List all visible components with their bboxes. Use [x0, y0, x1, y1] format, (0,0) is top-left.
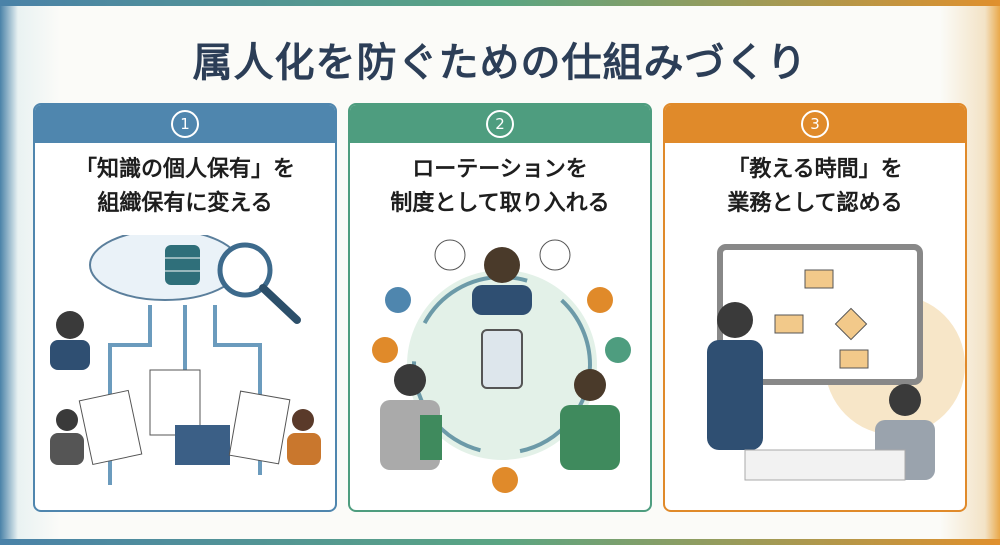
avatar-badges	[372, 239, 631, 493]
page-title: 属人化を防ぐための仕組みづくり	[192, 40, 808, 86]
rotation-cycle-illustration	[372, 239, 631, 493]
tablet-icon	[481, 329, 523, 389]
person-icons	[380, 247, 620, 470]
teaching-illustration	[707, 244, 965, 481]
desk	[744, 449, 906, 481]
database-icon	[165, 245, 200, 285]
top-accent-bar	[0, 0, 1000, 6]
person-icons	[707, 302, 935, 480]
bottom-accent-bar	[0, 539, 1000, 545]
card-header: 2	[350, 105, 650, 143]
card-header: 3	[665, 105, 965, 143]
card-rotation: 2 ローテーションを制度として取り入れる	[348, 103, 652, 512]
card-heading: 「知識の個人保有」を組織保有に変える	[74, 157, 295, 216]
card-teaching-time: 3 「教える時間」を業務として認める	[663, 103, 967, 512]
knowledge-cloud-illustration	[50, 235, 321, 485]
card-knowledge-sharing: 1 「知識の個人保有」を組織保有に変える	[33, 103, 337, 512]
flowchart-icon	[774, 269, 869, 369]
card-number: 2	[486, 110, 514, 138]
card-heading: 「教える時間」を業務として認める	[727, 157, 903, 216]
clipboard-icon	[420, 415, 442, 460]
document-icons	[78, 369, 291, 466]
folder-icon	[175, 425, 230, 465]
person-icons	[50, 311, 321, 465]
magnifier-icon	[217, 242, 301, 324]
card-heading: ローテーションを制度として取り入れる	[390, 157, 610, 216]
card-header: 1	[35, 105, 335, 143]
card-number: 3	[801, 110, 829, 138]
card-number: 1	[171, 110, 199, 138]
